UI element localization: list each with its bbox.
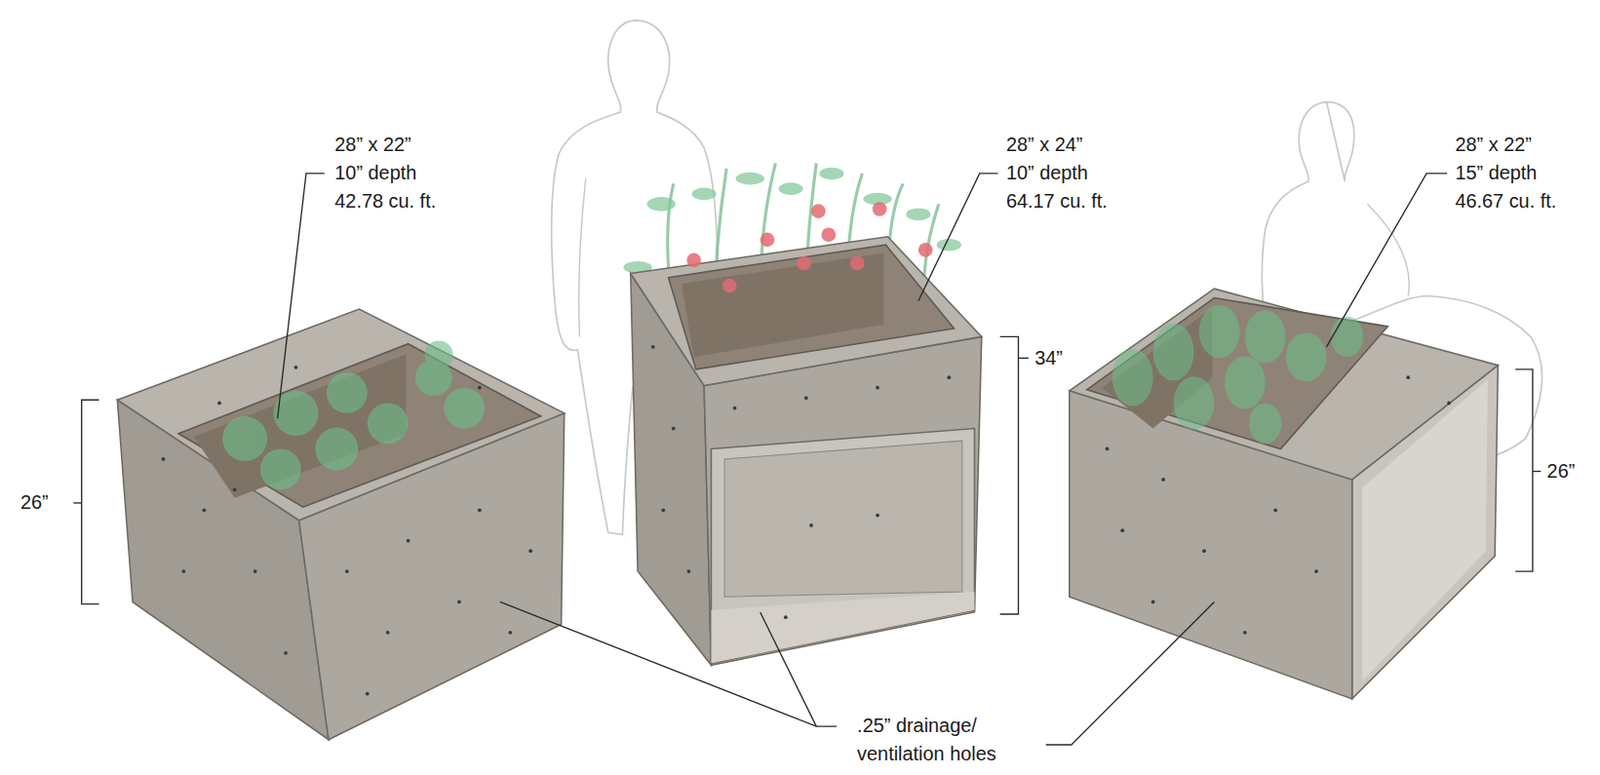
person-arm bbox=[579, 178, 586, 337]
left-planter bbox=[117, 309, 564, 741]
seated-person-arm bbox=[1366, 203, 1409, 296]
height-dimension: 34” bbox=[1034, 346, 1063, 371]
depth-dimension: 10” depth bbox=[334, 160, 417, 186]
volume-value: 64.17 cu. ft. bbox=[1006, 190, 1108, 215]
drainage-holes bbox=[161, 345, 1451, 697]
area-dimension: 28” x 24” bbox=[1006, 132, 1083, 157]
hole-note: ventilation holes bbox=[857, 741, 997, 767]
area-dimension: 28” x 22” bbox=[1454, 132, 1531, 157]
dimension-brackets bbox=[73, 336, 1541, 615]
area-dimension: 28” x 22” bbox=[334, 132, 411, 157]
hole-note: .25” drainage/ bbox=[857, 714, 977, 740]
right-planter bbox=[1069, 288, 1499, 700]
height-dimension: 26” bbox=[1547, 459, 1576, 484]
height-dimension: 26” bbox=[20, 490, 49, 515]
volume-value: 42.78 cu. ft. bbox=[334, 190, 436, 215]
volume-value: 46.67 cu. ft. bbox=[1454, 190, 1557, 215]
depth-dimension: 15” depth bbox=[1454, 160, 1537, 186]
middle-planter bbox=[623, 162, 981, 665]
depth-dimension: 10” depth bbox=[1006, 160, 1089, 186]
leader-lines bbox=[277, 173, 1447, 745]
